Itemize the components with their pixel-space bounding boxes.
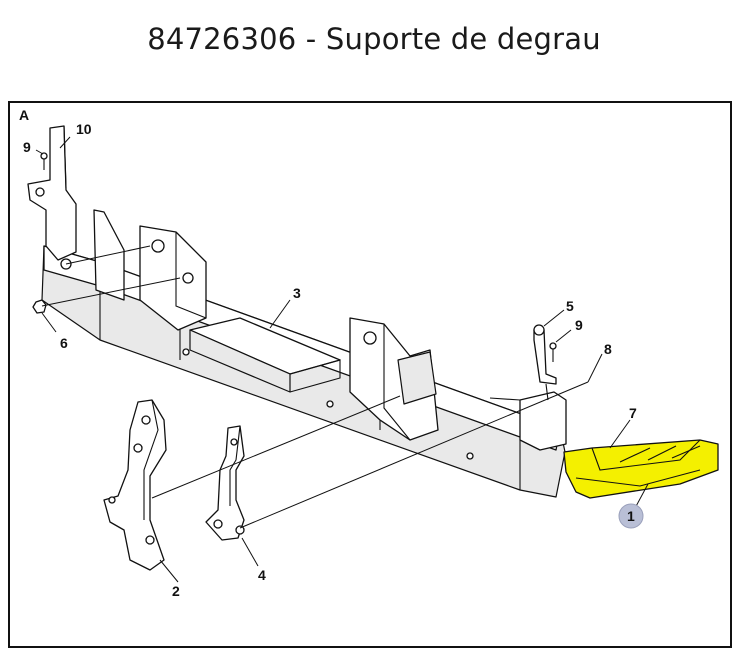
callout-6: 6 [60, 335, 68, 351]
page-title: 84726306 - Suporte de degrau [147, 22, 601, 56]
right-end-bracket [489, 391, 567, 451]
bracket-4 [205, 425, 245, 541]
callout-1: 1 [627, 508, 635, 524]
callout-4: 4 [258, 567, 266, 583]
callout-9-left: 9 [23, 139, 31, 155]
callout-3: 3 [293, 285, 301, 301]
callout-7: 7 [629, 405, 637, 421]
callout-1-badge: 1 [618, 503, 644, 529]
callout-5: 5 [566, 298, 574, 314]
nut-6 [32, 299, 47, 314]
bracket-2 [103, 399, 167, 571]
bracket-5 [533, 324, 557, 401]
bolt-9-right [549, 342, 557, 362]
callout-2: 2 [172, 583, 180, 599]
callout-1-badge-circle [618, 503, 644, 529]
bolt-9-left [40, 152, 48, 170]
callout-8: 8 [604, 341, 612, 357]
callout-10: 10 [76, 121, 92, 137]
step-bracket-1-highlight [563, 439, 719, 499]
bracket-10 [27, 125, 77, 270]
center-upright-bracket [349, 317, 439, 441]
leader-lines [35, 136, 649, 583]
left-upright-bracket [93, 209, 207, 331]
diagram-frame [8, 101, 732, 648]
callout-9-right: 9 [575, 317, 583, 333]
view-label: A [19, 107, 29, 123]
